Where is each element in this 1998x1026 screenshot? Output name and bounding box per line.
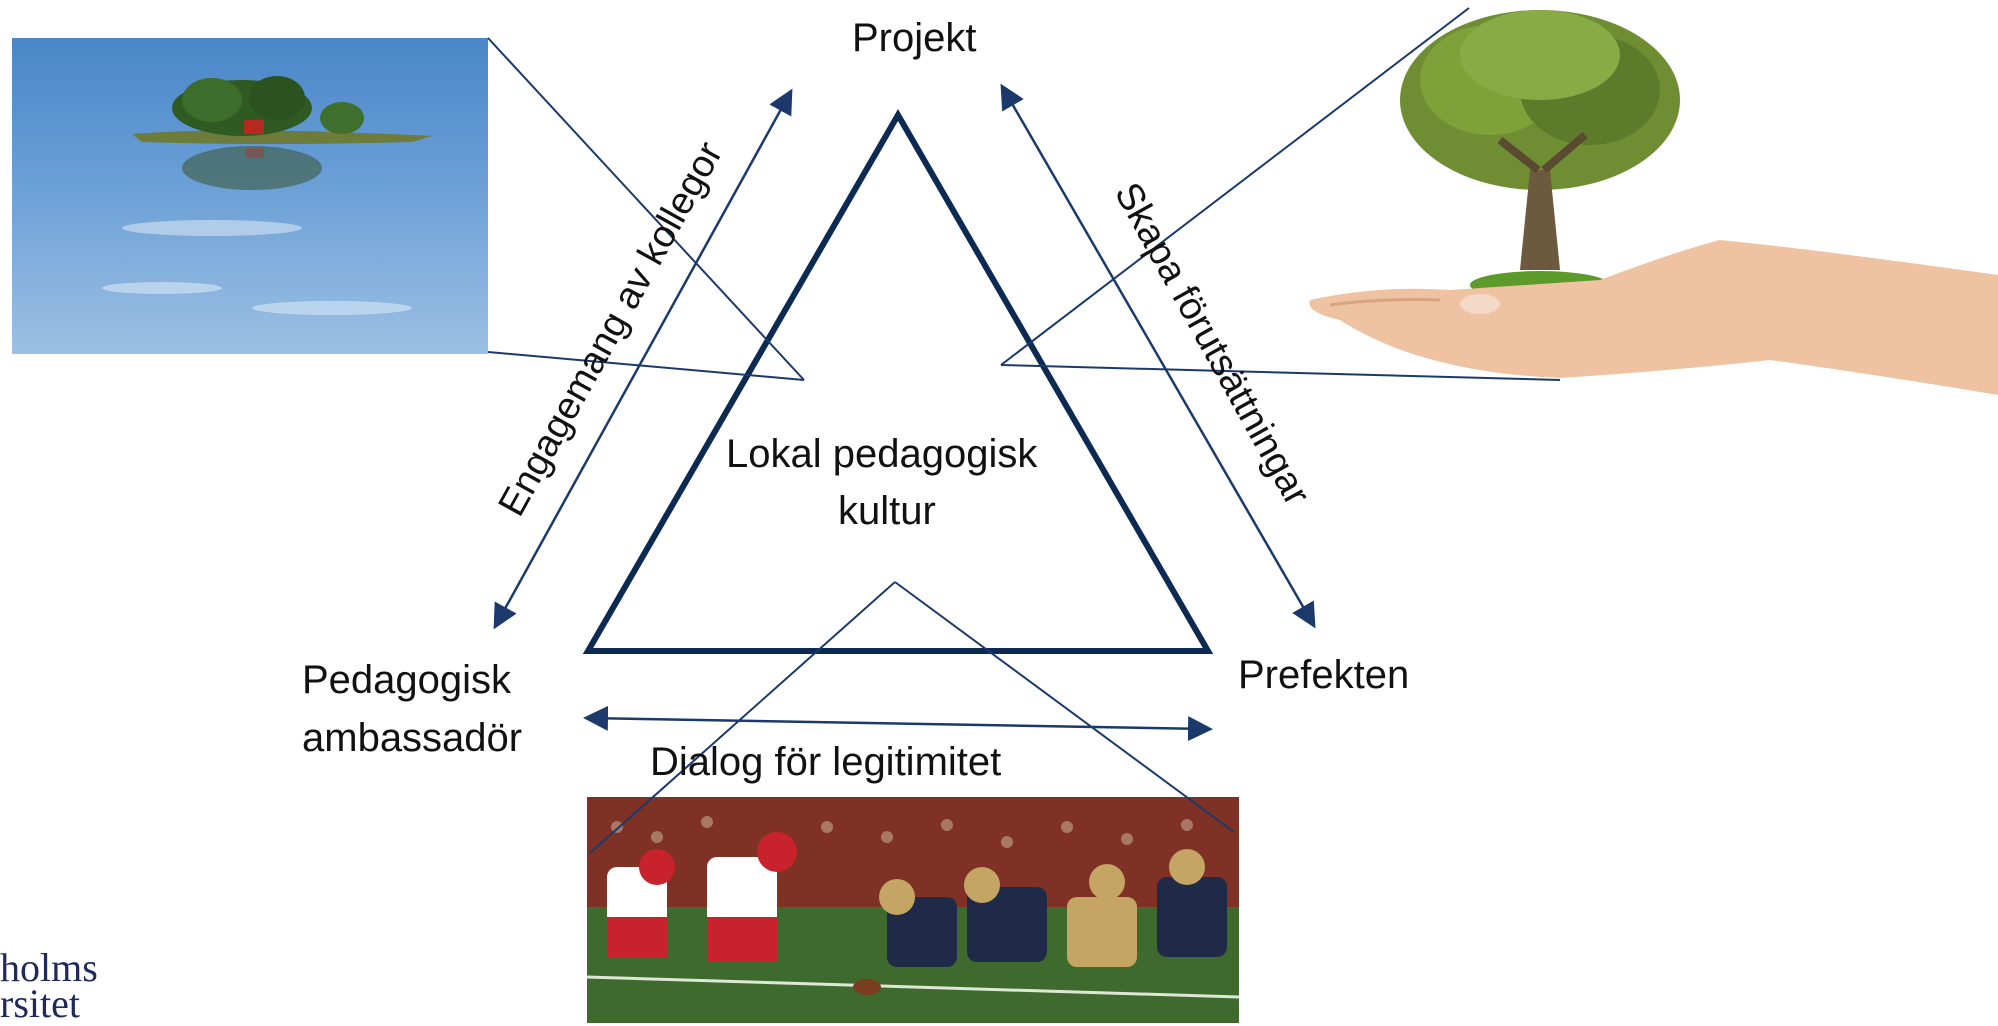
- connector-football-2: [894, 581, 1235, 833]
- football-photo: [587, 797, 1239, 1023]
- connector-tree: [1000, 7, 1470, 366]
- connector-football: [589, 581, 896, 854]
- logo-line1: holms: [0, 945, 98, 990]
- node-pedagogisk-line2: ambassadör: [302, 716, 523, 760]
- connector-island: [487, 37, 805, 381]
- university-logo: holms rsitet: [0, 945, 98, 1026]
- arrow-left: [493, 88, 793, 630]
- island-photo: [12, 38, 488, 354]
- hand-tree-photo: [1300, 0, 1998, 400]
- connector-island-2: [487, 351, 805, 381]
- center-label-line1: Lokal pedagogisk: [726, 432, 1038, 476]
- logo-line2: rsitet: [0, 981, 80, 1026]
- center-label-line2: kultur: [838, 489, 936, 533]
- arrow-bottom: [583, 705, 1213, 742]
- arrow-right: [1000, 83, 1316, 629]
- node-pedagogisk-line1: Pedagogisk: [302, 658, 512, 702]
- node-prefekten: Prefekten: [1238, 653, 1410, 697]
- edge-label-bottom: Dialog för legitimitet: [650, 740, 1002, 784]
- connector-tree-2: [1000, 364, 1561, 381]
- node-projekt: Projekt: [852, 16, 977, 60]
